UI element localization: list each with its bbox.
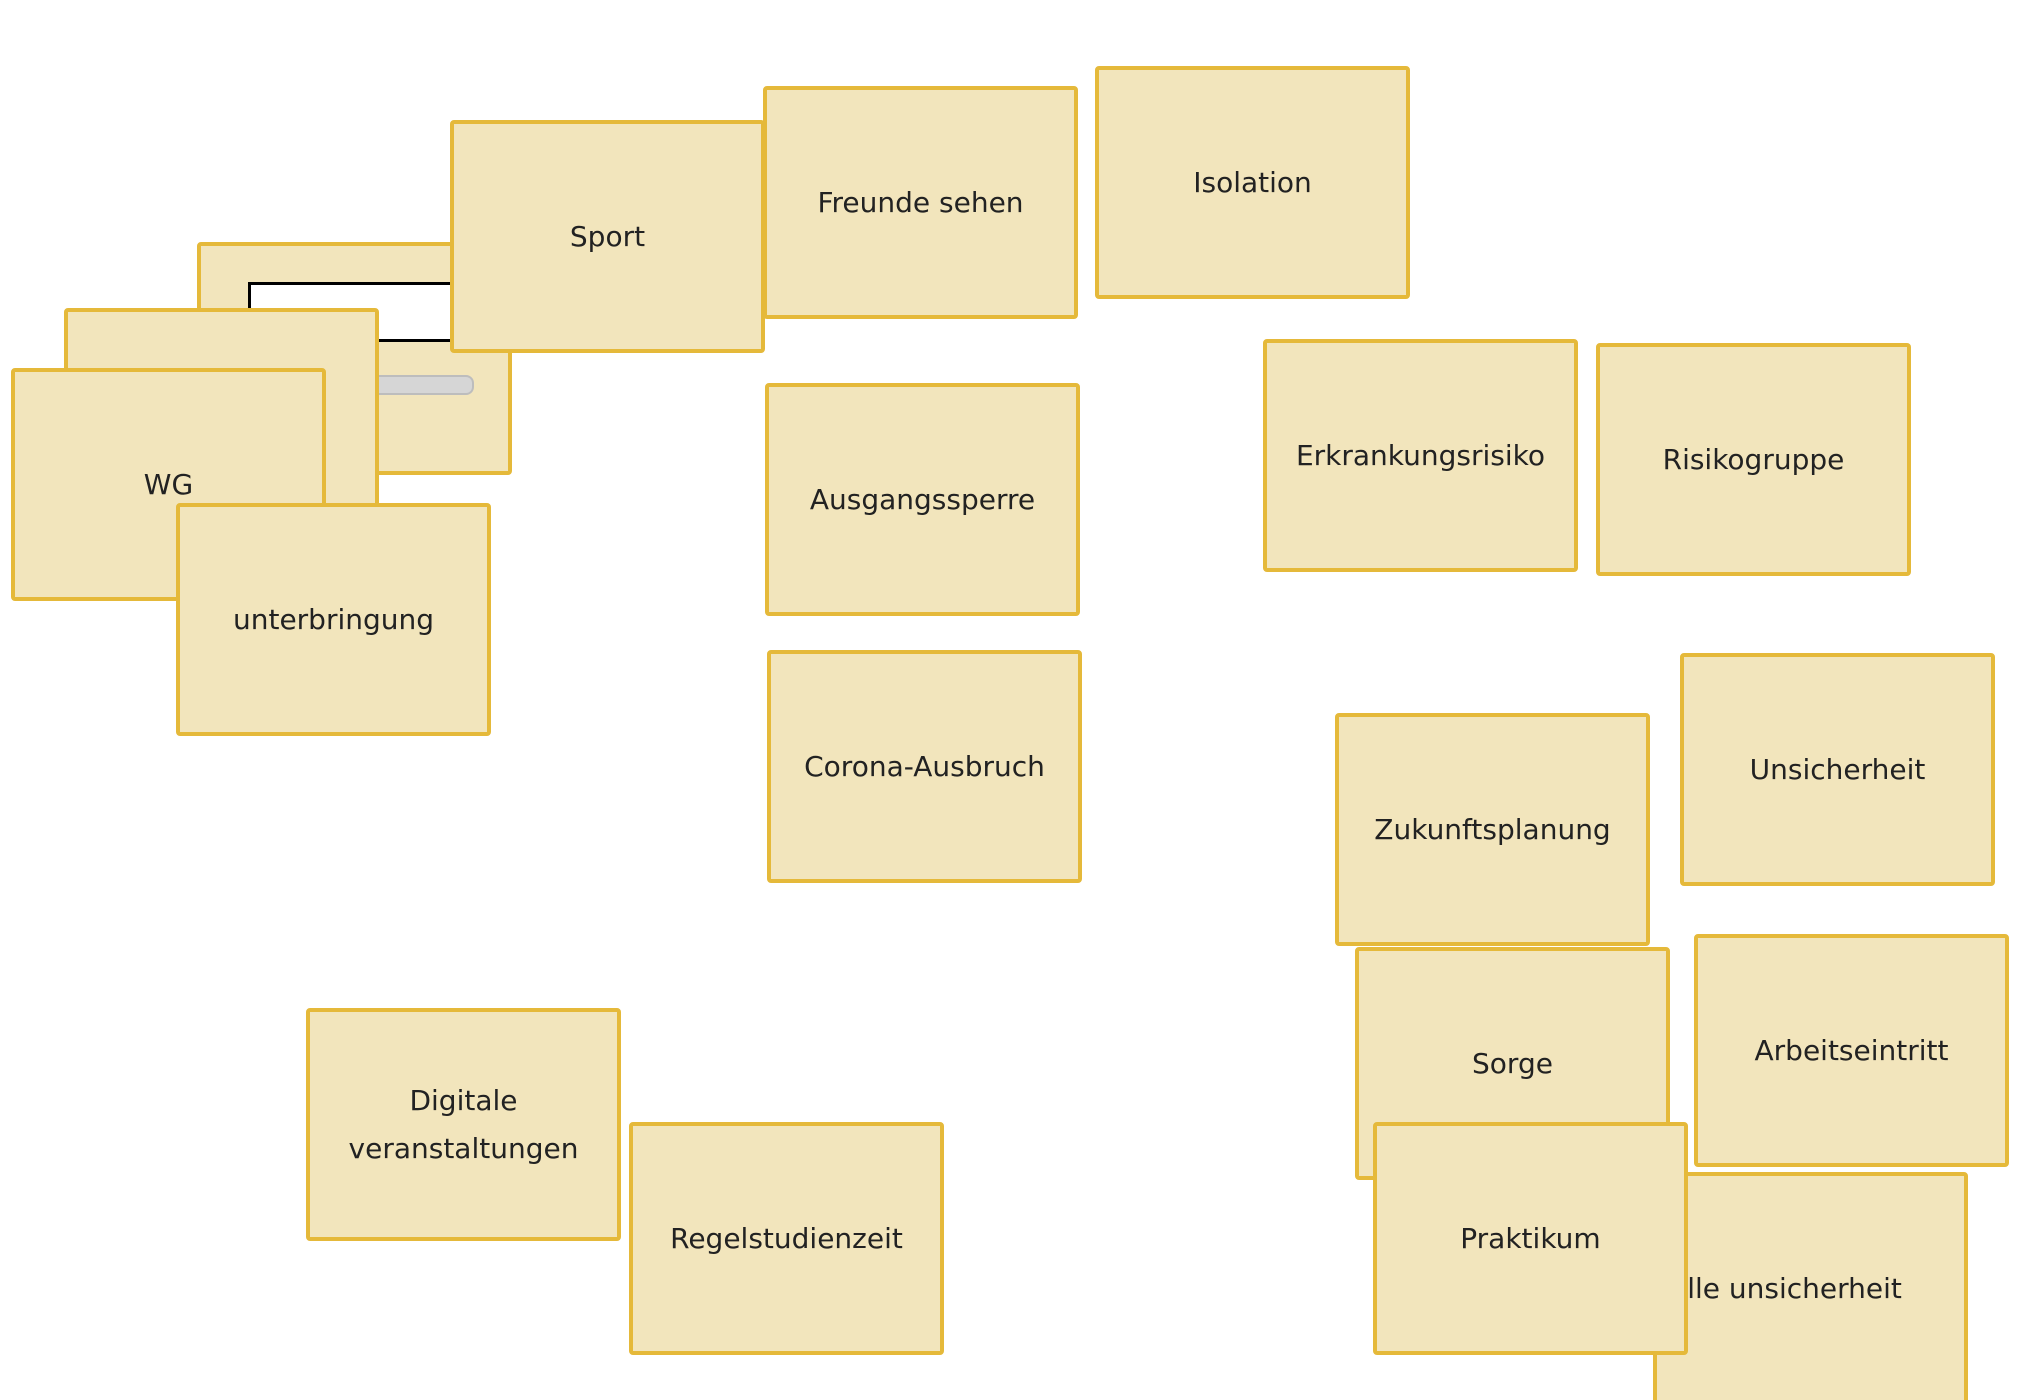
- note-label: Regelstudienzeit: [670, 1221, 903, 1255]
- note-label: Isolation: [1193, 165, 1312, 199]
- note-label: Sorge: [1472, 1046, 1553, 1080]
- note-card-unterbringung[interactable]: unterbringung: [176, 503, 491, 736]
- note-label: WG: [143, 467, 194, 501]
- note-label: Zukunftsplanung: [1374, 812, 1611, 846]
- note-card-finanzielle-unsicherheit[interactable]: Finanzielle unsicherheit: [1653, 1172, 1968, 1400]
- note-card-praktikum[interactable]: Praktikum: [1373, 1122, 1688, 1355]
- note-label: Finanzielle unsicherheit: [1657, 1271, 1902, 1305]
- note-card-isolation[interactable]: Isolation: [1095, 66, 1410, 299]
- note-label: Digitale veranstaltungen: [348, 1083, 579, 1165]
- note-card-arbeitseintritt[interactable]: Arbeitseintritt: [1694, 934, 2009, 1167]
- note-card-digitale-veranstaltungen[interactable]: Digitale veranstaltungen: [306, 1008, 621, 1241]
- note-label: Arbeitseintritt: [1754, 1033, 1949, 1067]
- note-label: Freunde sehen: [817, 185, 1024, 219]
- note-label: Risikogruppe: [1662, 442, 1845, 476]
- note-label: Praktikum: [1460, 1221, 1601, 1255]
- note-card-unsicherheit[interactable]: Unsicherheit: [1680, 653, 1995, 886]
- note-card-corona-ausbruch[interactable]: Corona-Ausbruch: [767, 650, 1082, 883]
- note-card-risikogruppe[interactable]: Risikogruppe: [1596, 343, 1911, 576]
- note-label: Sport: [569, 219, 646, 253]
- note-label: Erkrankungsrisiko: [1295, 438, 1546, 472]
- note-label: Unsicherheit: [1749, 752, 1926, 786]
- note-card-regelstudienzeit[interactable]: Regelstudienzeit: [629, 1122, 944, 1355]
- note-label: Ausgangssperre: [809, 482, 1036, 516]
- note-card-zukunftsplanung[interactable]: Zukunftsplanung: [1335, 713, 1650, 946]
- note-card-ausgangssperre[interactable]: Ausgangssperre: [765, 383, 1080, 616]
- note-card-freunde-sehen[interactable]: Freunde sehen: [763, 86, 1078, 319]
- note-label: Corona-Ausbruch: [804, 749, 1045, 783]
- note-card-erkrankungsrisiko[interactable]: Erkrankungsrisiko: [1263, 339, 1578, 572]
- note-label: unterbringung: [232, 602, 435, 636]
- note-card-sport[interactable]: Sport: [450, 120, 765, 353]
